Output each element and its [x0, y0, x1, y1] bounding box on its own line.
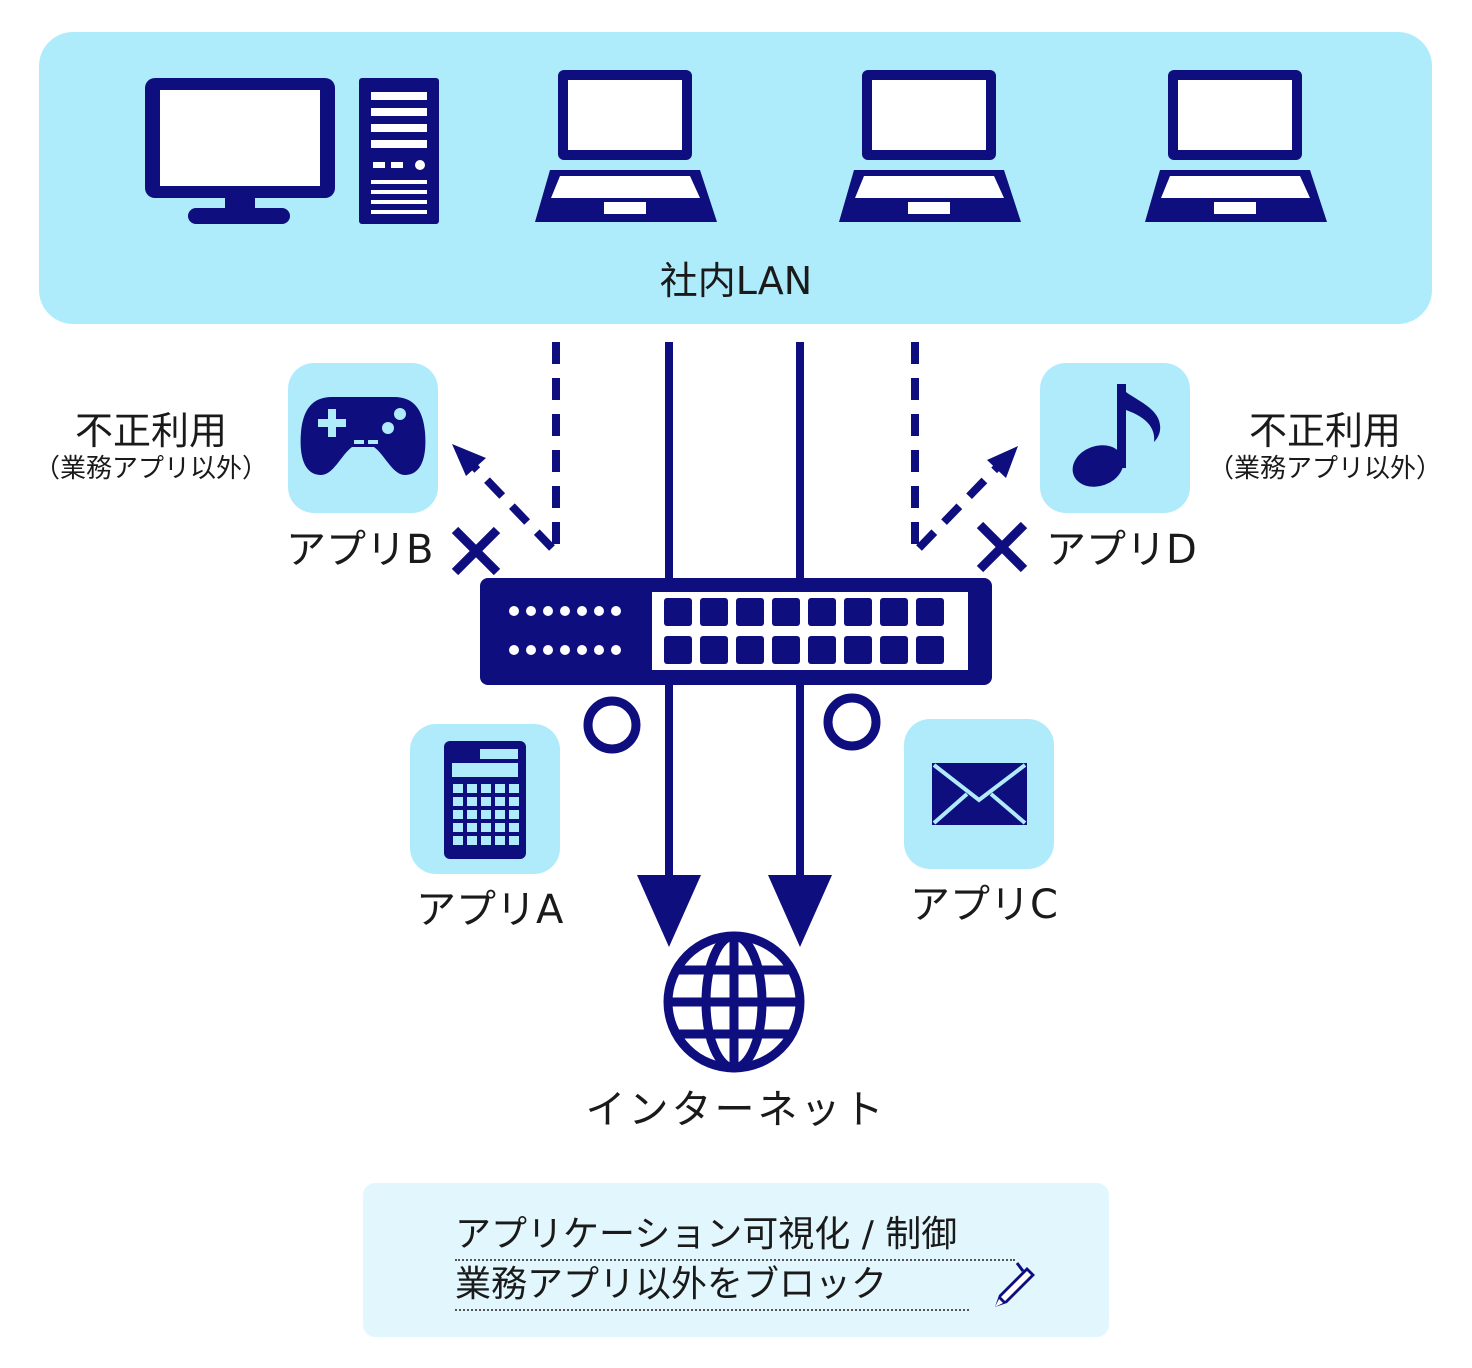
app-d-tile — [1040, 363, 1190, 513]
internet-label: インターネット — [585, 1087, 887, 1133]
laptop-icon — [535, 70, 717, 222]
app-d-label: アプリD — [1046, 527, 1197, 573]
network-switch-icon — [480, 578, 992, 685]
gamepad-icon — [300, 397, 426, 476]
misuse-subtitle: （業務アプリ以外） — [1207, 454, 1442, 484]
misuse-title: 不正利用 — [74, 409, 227, 453]
globe-icon — [663, 931, 805, 1073]
misuse-label-left: 不正利用 （業務アプリ以外） — [28, 412, 274, 482]
misuse-subtitle: （業務アプリ以外） — [33, 454, 268, 484]
mail-icon — [932, 763, 1027, 825]
cable-ring-icon — [823, 693, 881, 751]
block-x-icon — [451, 526, 501, 576]
music-note-icon — [1072, 384, 1161, 487]
pen-icon — [995, 1262, 1035, 1307]
block-x-icon — [976, 521, 1028, 573]
blocked-traffic-right — [911, 342, 1018, 552]
cable-ring-icon — [583, 696, 641, 754]
lan-label: 社内LAN — [659, 259, 813, 303]
misuse-label-right: 不正利用 （業務アプリ以外） — [1202, 412, 1448, 482]
desktop-pc-icon — [145, 78, 439, 224]
app-c-label: アプリC — [910, 882, 1058, 928]
laptop-icon — [1145, 70, 1327, 222]
note-line-2: 業務アプリ以外をブロック — [455, 1267, 969, 1311]
calculator-icon — [444, 741, 526, 859]
note-box: アプリケーション可視化 / 制御 業務アプリ以外をブロック — [363, 1183, 1109, 1337]
laptop-icon — [839, 70, 1021, 222]
note-line-1: アプリケーション可視化 / 制御 — [455, 1217, 1015, 1261]
app-a-label: アプリA — [416, 887, 564, 933]
blocked-traffic-left — [452, 342, 560, 552]
misuse-title: 不正利用 — [1248, 409, 1401, 453]
app-b-label: アプリB — [286, 527, 434, 573]
